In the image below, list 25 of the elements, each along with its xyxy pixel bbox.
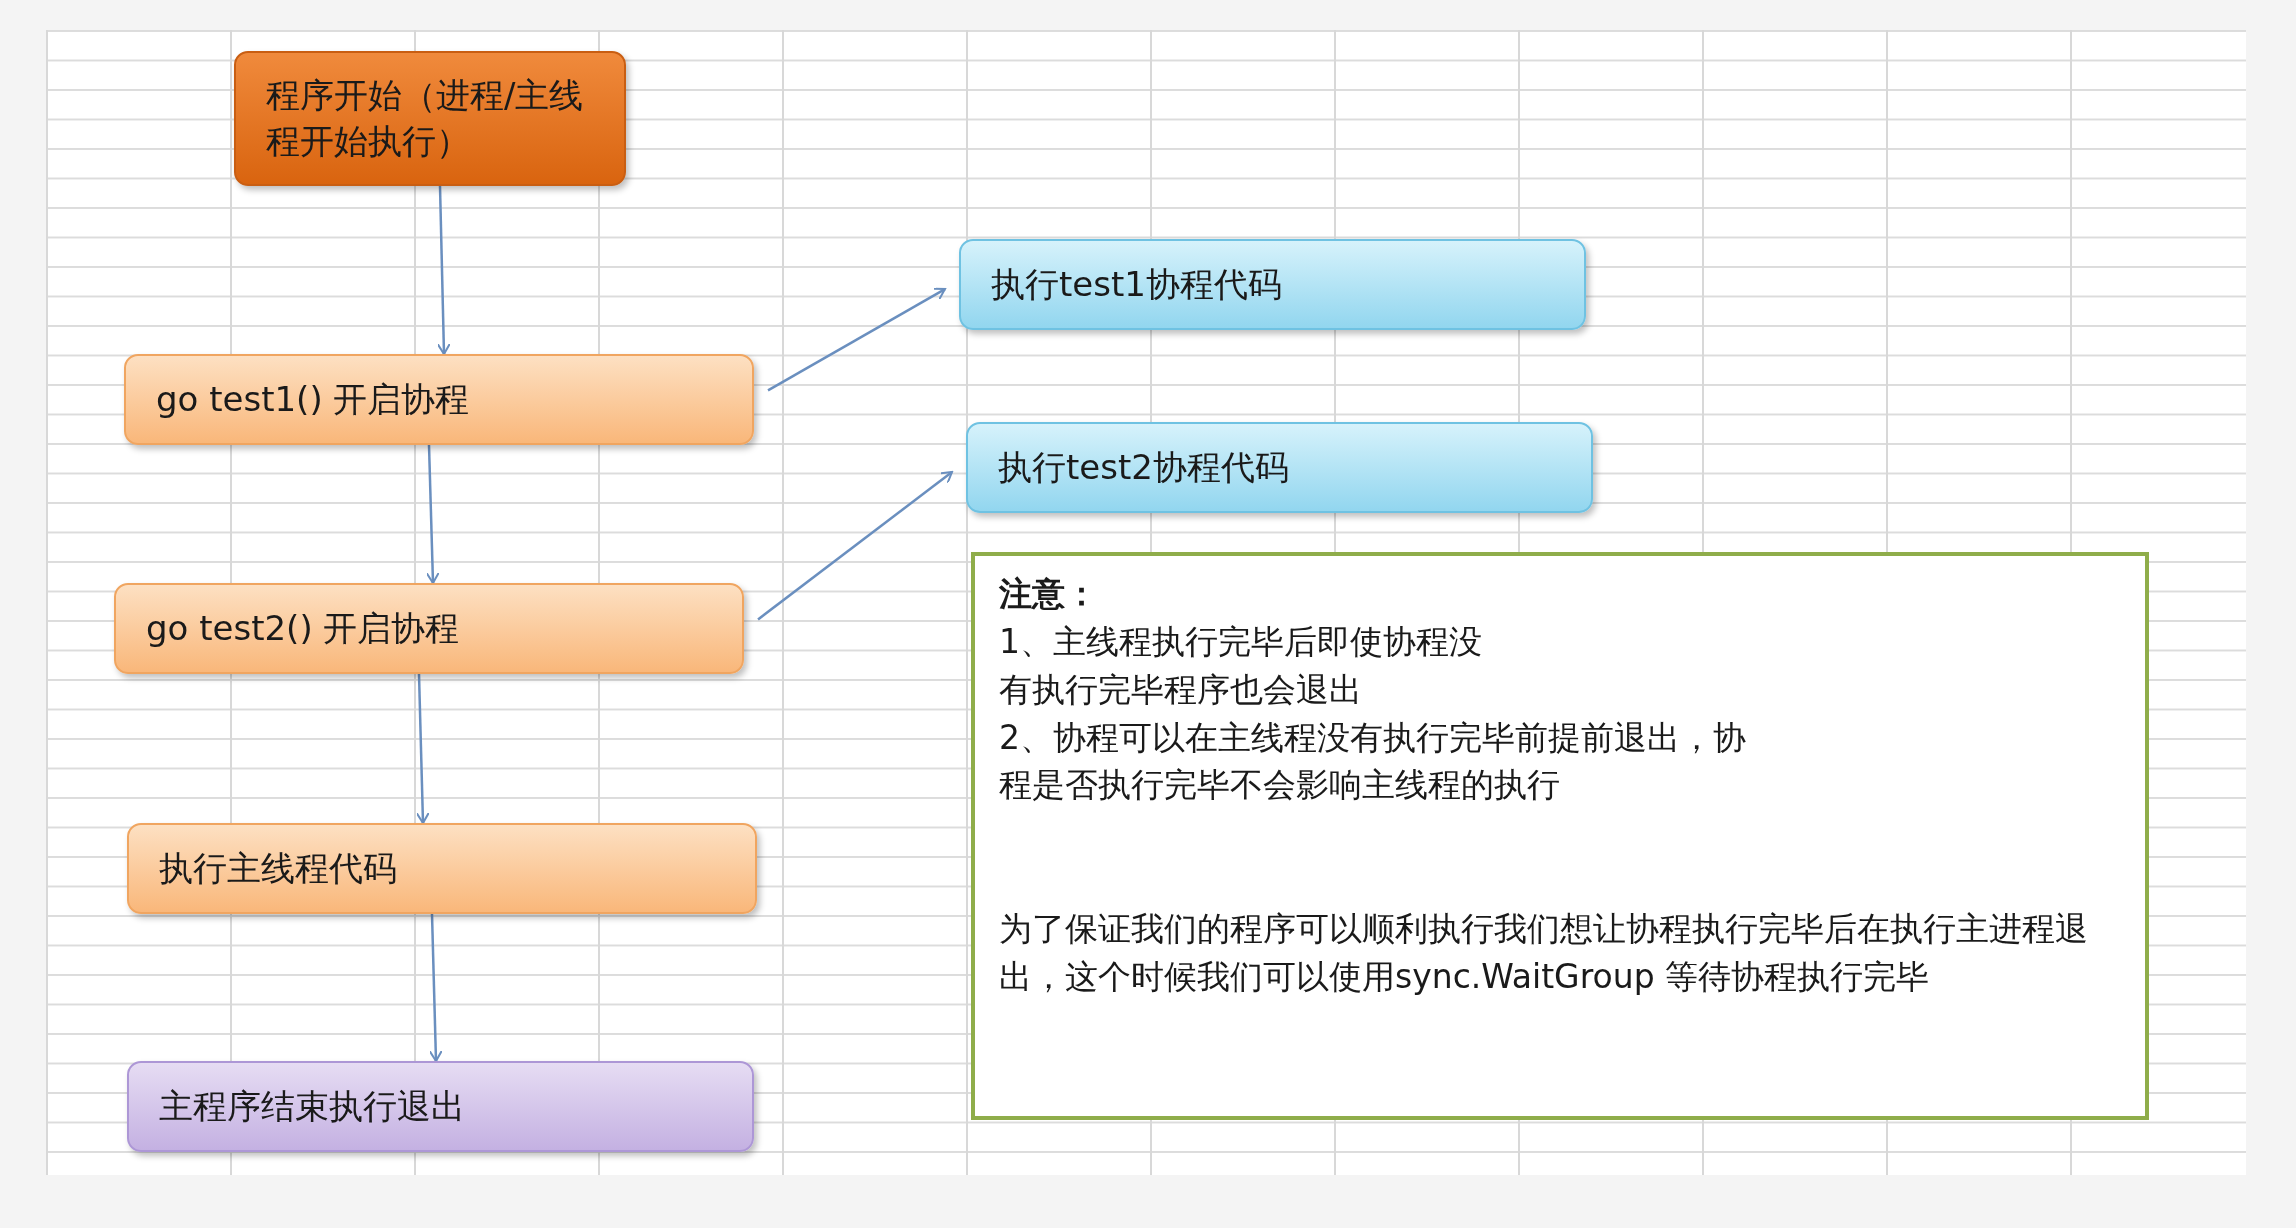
note-heading: 注意： — [999, 573, 1099, 615]
box-label: 执行主线程代码 — [159, 846, 397, 890]
note-text: 2、协程可以在主线程没有执行完毕前提前退出，协程是否执行完毕不会影响主线程的执行 — [999, 716, 1747, 807]
arrow — [767, 287, 946, 392]
process-box — [127, 1061, 754, 1152]
box-label: 执行test1协程代码 — [991, 262, 1282, 306]
note-box — [971, 552, 2149, 1120]
arrow — [425, 444, 440, 584]
box-label: go test2() 开启协程 — [146, 606, 460, 650]
process-box — [114, 583, 744, 674]
process-box — [959, 239, 1586, 330]
process-box — [124, 354, 754, 445]
arrow — [415, 673, 430, 824]
arrow — [428, 913, 443, 1062]
process-box — [966, 422, 1593, 513]
box-label: 程序开始（进程/主线程开始执行） — [266, 73, 585, 163]
arrow — [436, 185, 451, 355]
arrow — [757, 471, 953, 621]
note-text: 为了保证我们的程序可以顺利执行我们想让协程执行完毕后在执行主进程退出，这个时候我们可以使用sync.WaitGroup 等待协程执行完毕 — [999, 908, 2089, 999]
process-box — [234, 51, 626, 186]
box-label: go test1() 开启协程 — [156, 377, 470, 421]
box-label: 主程序结束执行退出 — [159, 1084, 465, 1128]
note-text: 1、主线程执行完毕后即使协程没有执行完毕程序也会退出 — [999, 620, 1483, 711]
box-label: 执行test2协程代码 — [998, 445, 1289, 489]
process-box — [127, 823, 757, 914]
